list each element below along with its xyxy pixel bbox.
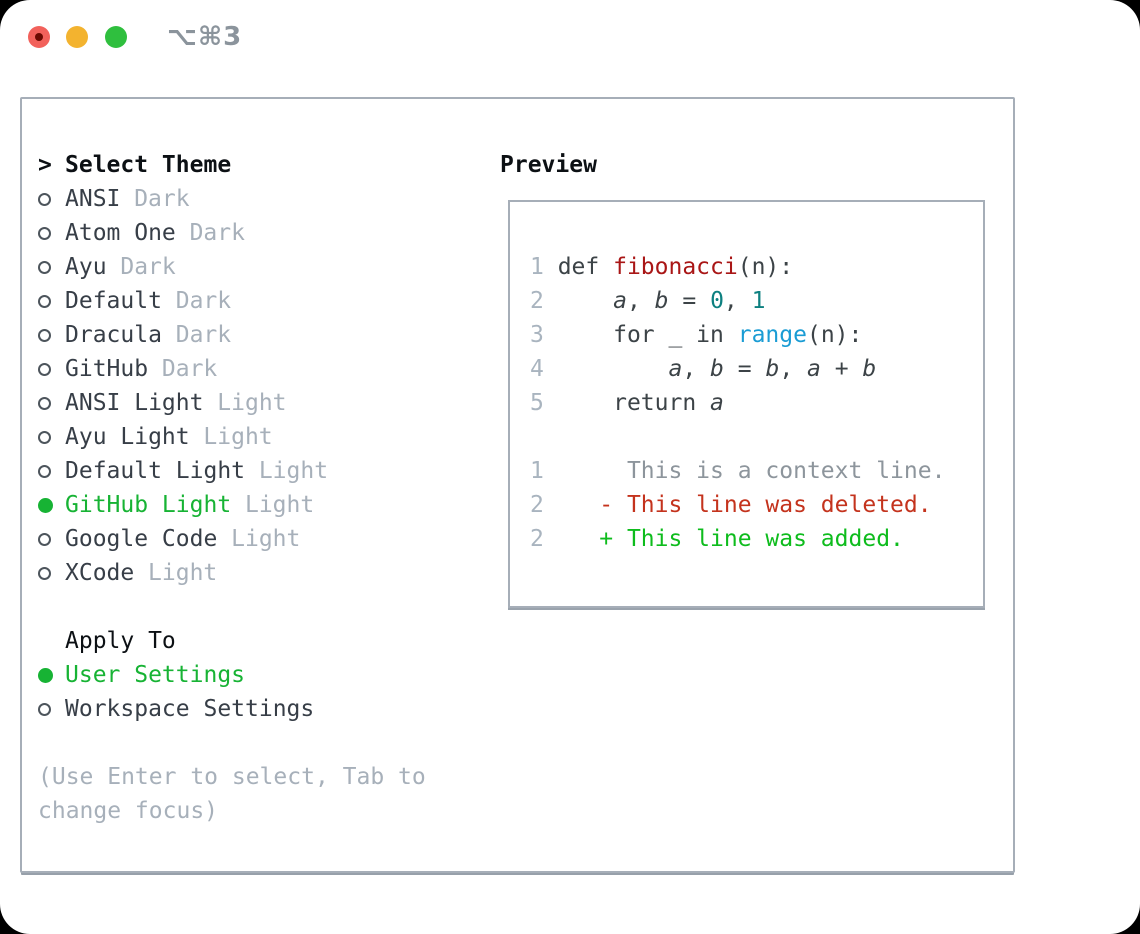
theme-option[interactable]: Ayu Light Light	[38, 420, 328, 454]
radio-icon	[38, 396, 65, 410]
theme-name: ANSI	[65, 186, 121, 212]
radio-icon	[38, 192, 65, 206]
code-line: 2 a, b = 0, 1	[530, 288, 766, 314]
circle-icon	[38, 328, 51, 342]
circle-icon	[38, 260, 51, 274]
preview-box: 1 def fibonacci(n): 2 a, b = 0, 1 3 for _ …	[508, 200, 985, 608]
radio-selected-icon	[38, 497, 65, 513]
code-line: 3 for _ in range(n):	[530, 322, 863, 348]
theme-variant: Light	[231, 526, 301, 552]
theme-variant: Light	[203, 424, 273, 450]
keyboard-hint: (Use Enter to select, Tab to change focu…	[38, 764, 426, 824]
minimize-button[interactable]	[66, 26, 88, 48]
circle-icon	[38, 497, 53, 513]
radio-icon	[38, 464, 65, 478]
theme-variant: Light	[244, 492, 315, 518]
theme-name: XCode	[65, 560, 135, 586]
theme-name: Default Light	[65, 458, 246, 484]
circle-icon	[38, 667, 53, 683]
circle-icon	[38, 430, 51, 444]
cursor-icon: >	[38, 152, 52, 178]
apply-to-option[interactable]: Workspace Settings	[38, 692, 314, 726]
circle-icon	[38, 566, 51, 580]
preview-heading: Preview	[500, 152, 597, 178]
radio-icon	[38, 362, 65, 376]
theme-variant: Dark	[161, 356, 218, 382]
theme-option[interactable]: ANSI Dark	[38, 182, 328, 216]
theme-option[interactable]: Dracula Dark	[38, 318, 328, 352]
theme-variant: Dark	[175, 288, 232, 314]
theme-option[interactable]: GitHub Light Light	[38, 488, 328, 522]
unsaved-dot-icon	[35, 33, 43, 41]
theme-name: Atom One	[65, 220, 176, 246]
radio-icon	[38, 226, 65, 240]
code-line	[530, 420, 945, 454]
radio-icon	[38, 532, 65, 546]
theme-option[interactable]: XCode Light	[38, 556, 328, 590]
theme-variant: Light	[148, 560, 218, 586]
radio-icon	[38, 430, 65, 444]
theme-option[interactable]: Google Code Light	[38, 522, 328, 556]
theme-name: Default	[65, 288, 162, 314]
theme-option[interactable]: Atom One Dark	[38, 216, 328, 250]
code-line: 4 a, b = b, a + b	[530, 356, 877, 382]
radio-icon	[38, 566, 65, 580]
theme-name: GitHub	[65, 356, 149, 382]
theme-option[interactable]: ANSI Light Light	[38, 386, 328, 420]
radio-selected-icon	[38, 667, 65, 683]
theme-name: ANSI Light	[65, 390, 204, 416]
theme-variant: Dark	[120, 254, 176, 280]
circle-icon	[38, 396, 51, 410]
window-title: ⌥⌘3	[167, 22, 243, 52]
zoom-button[interactable]	[105, 26, 127, 48]
theme-variant: Light	[217, 390, 287, 416]
circle-icon	[38, 362, 51, 376]
theme-variant: Light	[258, 458, 329, 484]
apply-to-option[interactable]: User Settings	[38, 658, 314, 692]
code-line: 2 - This line was deleted.	[530, 492, 932, 518]
theme-name: Ayu	[65, 254, 107, 280]
radio-icon	[38, 260, 65, 274]
apply-to-heading-row: Apply To	[38, 624, 314, 658]
theme-option[interactable]: GitHub Dark	[38, 352, 328, 386]
theme-variant: Dark	[134, 186, 190, 212]
circle-icon	[38, 464, 51, 478]
theme-variant: Dark	[189, 220, 245, 246]
circle-icon	[38, 226, 51, 240]
apply-to-heading: Apply To	[65, 628, 176, 654]
theme-name: Google Code	[65, 526, 218, 552]
apply-to-label: Workspace Settings	[65, 696, 315, 722]
radio-icon	[38, 294, 65, 308]
code-preview: 1 def fibonacci(n): 2 a, b = 0, 1 3 for _ …	[530, 250, 945, 556]
theme-option[interactable]: Default Dark	[38, 284, 328, 318]
theme-option[interactable]: Ayu Dark	[38, 250, 328, 284]
apply-to-label: User Settings	[65, 662, 246, 688]
theme-variant: Dark	[175, 322, 232, 348]
theme-list-heading-row: > Select Theme	[38, 148, 328, 182]
theme-name: GitHub Light	[65, 492, 232, 518]
theme-option[interactable]: Default Light Light	[38, 454, 328, 488]
radio-icon	[38, 328, 65, 342]
code-line: 2 + This line was added.	[530, 526, 904, 552]
close-button[interactable]	[28, 26, 50, 48]
circle-icon	[38, 294, 51, 308]
code-line: 1 This is a context line.	[530, 458, 946, 484]
circle-icon	[38, 532, 51, 546]
code-line: 5 return a	[530, 390, 724, 416]
radio-icon	[38, 702, 65, 716]
circle-icon	[38, 702, 51, 716]
circle-icon	[38, 192, 51, 206]
theme-name: Ayu Light	[65, 424, 190, 450]
code-line: 1 def fibonacci(n):	[530, 254, 794, 280]
theme-list-heading: Select Theme	[65, 152, 232, 178]
theme-name: Dracula	[65, 322, 162, 348]
